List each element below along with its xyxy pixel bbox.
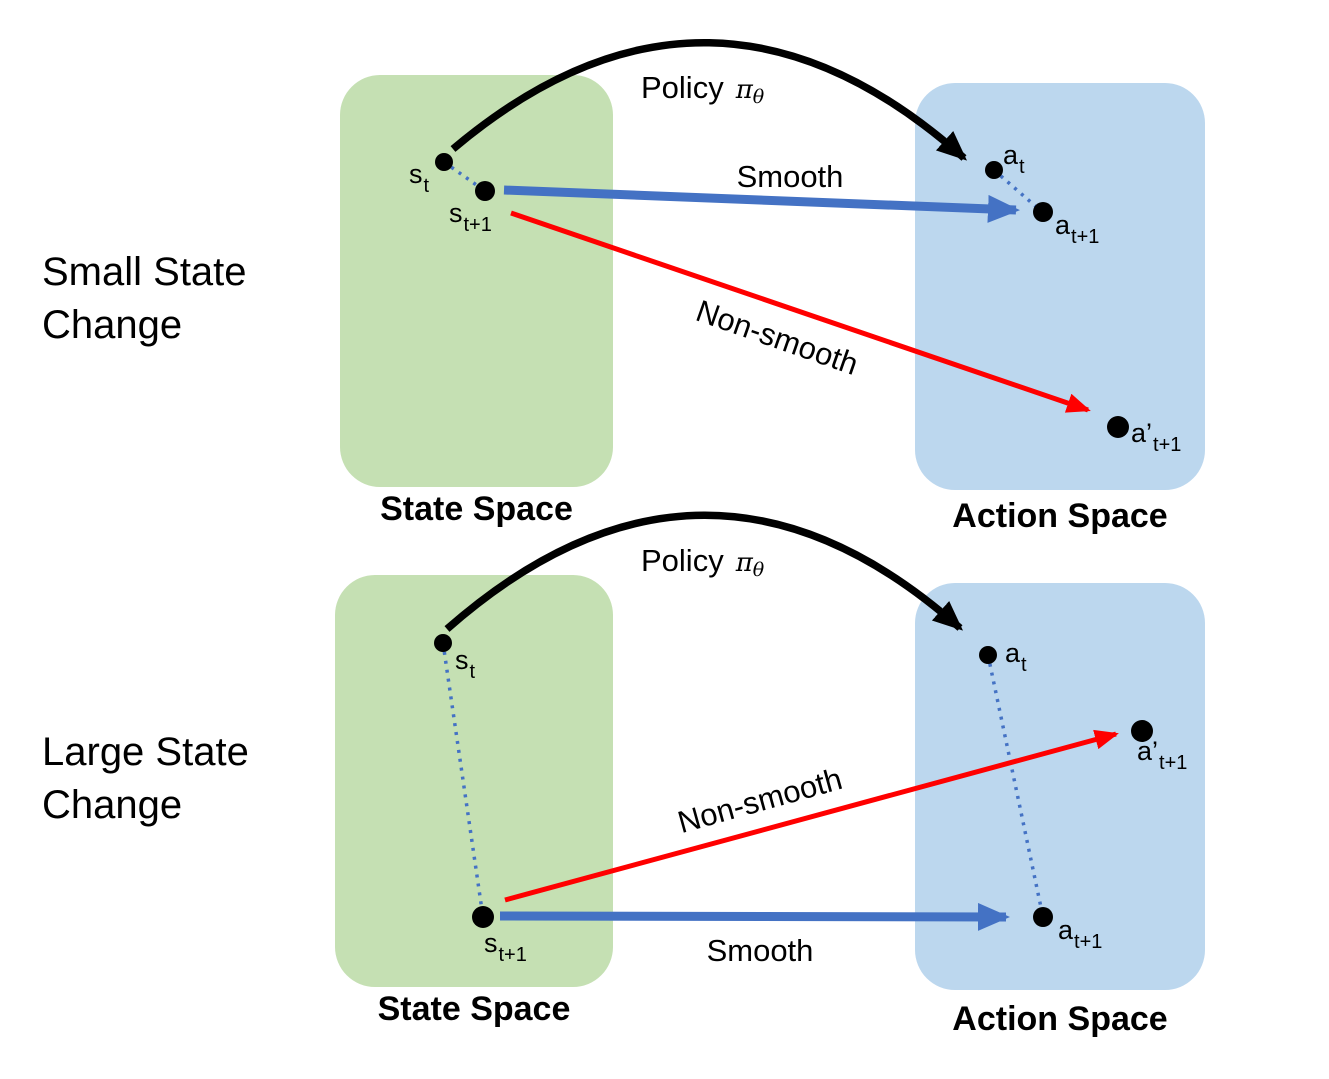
- row-label-line2: Change: [42, 783, 183, 827]
- point-label-s-t1-small: st+1: [449, 198, 492, 236]
- dot-a-t1-large: [1033, 907, 1053, 927]
- dot-a-alt-t1-small: [1107, 416, 1129, 438]
- action-space-label-large: Action Space: [952, 1000, 1168, 1038]
- policy-arrow-small: [450, 38, 967, 161]
- dot-a-t-small: [985, 161, 1003, 179]
- non-smooth-arrow-large: [504, 729, 1119, 903]
- point-label-a-t-large: at: [1005, 638, 1027, 676]
- point-label-a-t1-small: at+1: [1055, 210, 1100, 248]
- action-transition-dotted-link-small: [992, 168, 1043, 213]
- dot-a-t1-small: [1033, 202, 1053, 222]
- row-label-small-state-change: Small State Change: [42, 246, 247, 352]
- point-label-a-t-small: at: [1003, 140, 1025, 178]
- dot-a-alt-t1-large: [1131, 720, 1153, 742]
- pi-symbol: π: [735, 548, 753, 578]
- dot-s-t1-small: [475, 181, 495, 201]
- action-transition-dotted-link-large: [986, 654, 1045, 918]
- state-space-label-small: State Space: [380, 490, 573, 528]
- state-space-label-large: State Space: [377, 990, 571, 1028]
- policy-word: Policy: [641, 70, 724, 105]
- dot-s-t-large: [434, 634, 452, 652]
- smooth-label-large: Smooth: [706, 933, 814, 968]
- dot-a-t-large: [979, 646, 997, 664]
- smooth-label-small: Smooth: [736, 159, 844, 194]
- dot-s-t1-large: [472, 906, 494, 928]
- point-label-a-alt-t1-small: a’t+1: [1131, 418, 1182, 456]
- point-label-a-alt-t1-large: a’t+1: [1137, 736, 1188, 774]
- row-label-line1: Large State: [42, 730, 249, 774]
- non-smooth-arrow-small: [510, 210, 1091, 413]
- smooth-arrow-small: [503, 185, 1020, 223]
- policy-arrow-large: [444, 511, 963, 632]
- policy-word: Policy: [641, 543, 724, 578]
- theta-symbol: θ: [752, 86, 765, 108]
- state-transition-dotted-link-large: [441, 642, 485, 918]
- action-space-region-large: [915, 583, 1205, 990]
- pi-symbol: π: [735, 75, 753, 105]
- row-label-line1: Small State: [42, 250, 247, 294]
- point-label-s-t1-large: st+1: [484, 928, 527, 966]
- row-label-line2: Change: [42, 303, 183, 347]
- point-label-a-t1-large: at+1: [1058, 915, 1103, 953]
- smooth-arrow-large: [499, 902, 1010, 931]
- row-label-large-state-change: Large State Change: [42, 726, 249, 832]
- state-space-region-small: [340, 75, 613, 487]
- point-label-s-t-small: st: [409, 159, 430, 197]
- action-space-label-small: Action Space: [952, 497, 1168, 535]
- point-label-s-t-large: st: [455, 645, 476, 683]
- theta-symbol: θ: [752, 559, 765, 581]
- dot-s-t-small: [435, 153, 453, 171]
